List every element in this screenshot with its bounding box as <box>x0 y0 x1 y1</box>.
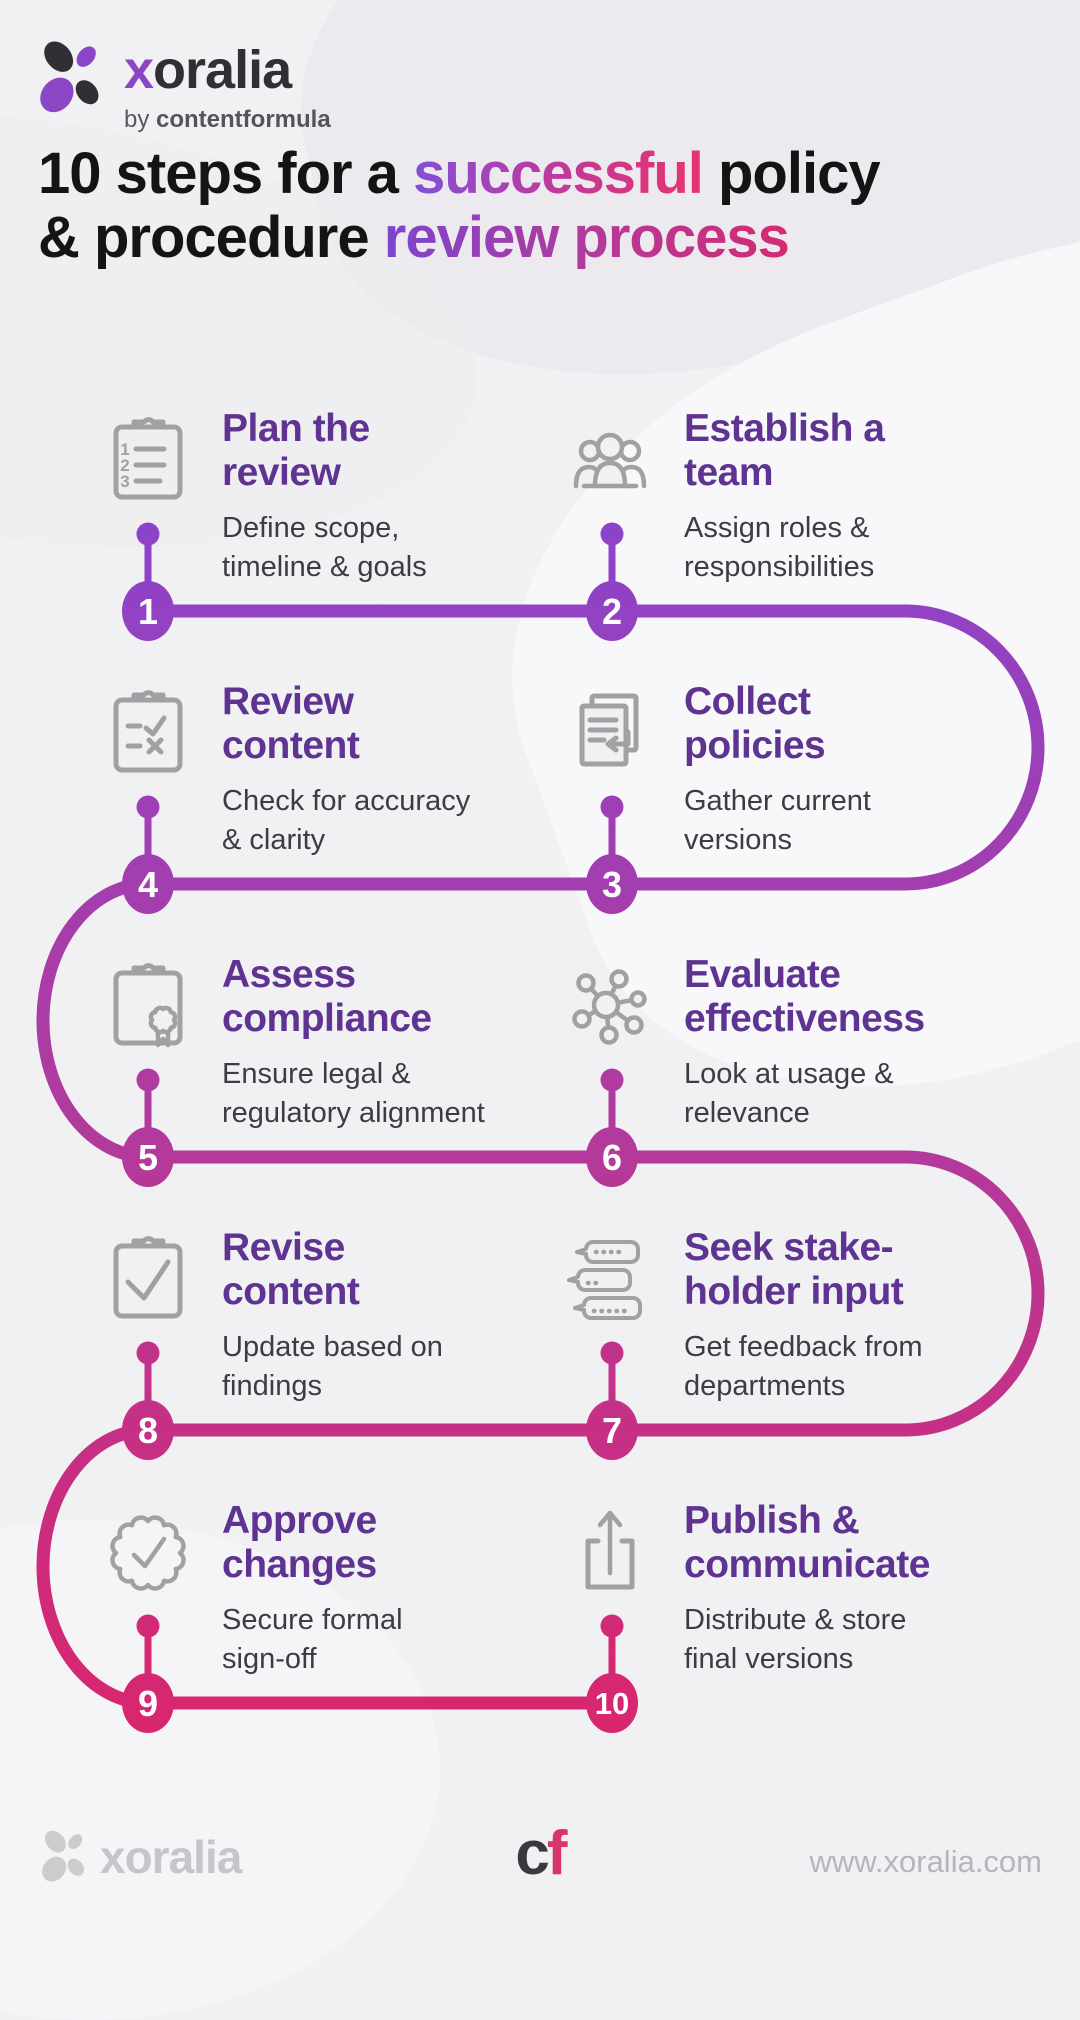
step-3: Collect policies Gather current versions <box>562 680 1032 860</box>
step-description: Define scope, timeline & goals <box>222 512 427 583</box>
xoralia-logo-icon <box>40 41 99 113</box>
contentformula-logo: cf <box>515 1819 567 1888</box>
step-description: Secure formal sign-off <box>222 1604 403 1675</box>
step-title: Plan the review <box>222 407 370 494</box>
step-number: 4 <box>138 864 158 905</box>
step-description: Gather current versions <box>684 785 871 856</box>
step-number: 7 <box>602 1410 622 1451</box>
step-description: Ensure legal & regulatory alignment <box>222 1058 485 1129</box>
step-4: Review content Check for accuracy & clar… <box>100 680 570 860</box>
brand-name: xoralia <box>124 40 292 100</box>
step-description: Get feedback from departments <box>684 1331 923 1402</box>
step-description: Update based on findings <box>222 1331 443 1402</box>
svg-text:3: 3 <box>120 472 129 491</box>
step-1: 1 2 3 Plan the review Define scope, time… <box>100 407 570 587</box>
step-number: 1 <box>138 591 158 632</box>
step-title: Approve changes <box>222 1499 377 1586</box>
step-title: Publish & communicate <box>684 1499 930 1586</box>
step-number: 6 <box>602 1137 622 1178</box>
step-description: Assign roles & responsibilities <box>684 512 875 583</box>
step-number: 3 <box>602 864 622 905</box>
step-number: 9 <box>138 1683 158 1724</box>
documents-return-arrow-icon <box>579 693 639 767</box>
step-6: Evaluate effectiveness Look at usage & r… <box>562 953 1032 1133</box>
step-title: Assess compliance <box>222 953 432 1040</box>
marker-circle <box>122 1400 174 1460</box>
team-people-icon <box>573 432 647 489</box>
marker-circle <box>586 581 638 641</box>
step-8: Revise content Update based on findings <box>100 1226 570 1406</box>
step-10: Publish & communicate Distribute & store… <box>562 1499 1032 1679</box>
step-5: Assess compliance Ensure legal & regulat… <box>100 953 570 1133</box>
header: xoralia by contentformula <box>40 34 331 134</box>
clipboard-checkmark-icon <box>113 1236 183 1319</box>
step-9: Approve changes Secure formal sign-off <box>100 1499 570 1679</box>
marker-circle <box>122 854 174 914</box>
marker-circle <box>586 1673 638 1733</box>
marker-circle <box>122 1127 174 1187</box>
step-description: Check for accuracy & clarity <box>222 785 471 856</box>
chat-bubbles-icon <box>567 1240 642 1320</box>
clipboard-numbered-list-icon: 1 2 3 <box>113 417 183 500</box>
marker-circle <box>586 854 638 914</box>
step-description: Distribute & store final versions <box>684 1604 907 1675</box>
marker-circle <box>122 581 174 641</box>
step-number: 5 <box>138 1137 158 1178</box>
step-title: Revise content <box>222 1226 360 1313</box>
step-number: 8 <box>138 1410 158 1451</box>
website-url: www.xoralia.com <box>809 1844 1042 1879</box>
approval-badge-icon <box>110 1515 186 1591</box>
clipboard-check-cross-icon <box>113 690 183 773</box>
brand-byline: by contentformula <box>124 106 331 133</box>
marker-circle <box>586 1400 638 1460</box>
marker-circle <box>122 1673 174 1733</box>
publish-share-box-icon <box>585 1510 635 1590</box>
marker-circle <box>586 1127 638 1187</box>
network-hub-icon <box>572 969 647 1045</box>
step-2: Establish a team Assign roles & responsi… <box>562 407 1032 587</box>
step-number: 2 <box>602 591 622 632</box>
step-description: Look at usage & relevance <box>684 1058 894 1129</box>
page-title: 10 steps for a successful policy & proce… <box>38 141 881 270</box>
step-title: Collect policies <box>684 680 826 767</box>
step-title: Establish a team <box>684 407 885 494</box>
step-title: Seek stake- holder input <box>684 1226 904 1313</box>
step-7: Seek stake- holder input Get feedback fr… <box>562 1226 1032 1406</box>
step-title: Review content <box>222 680 360 767</box>
clipboard-seal-icon <box>113 963 183 1048</box>
step-number: 10 <box>595 1686 629 1721</box>
step-title: Evaluate effectiveness <box>684 953 925 1040</box>
